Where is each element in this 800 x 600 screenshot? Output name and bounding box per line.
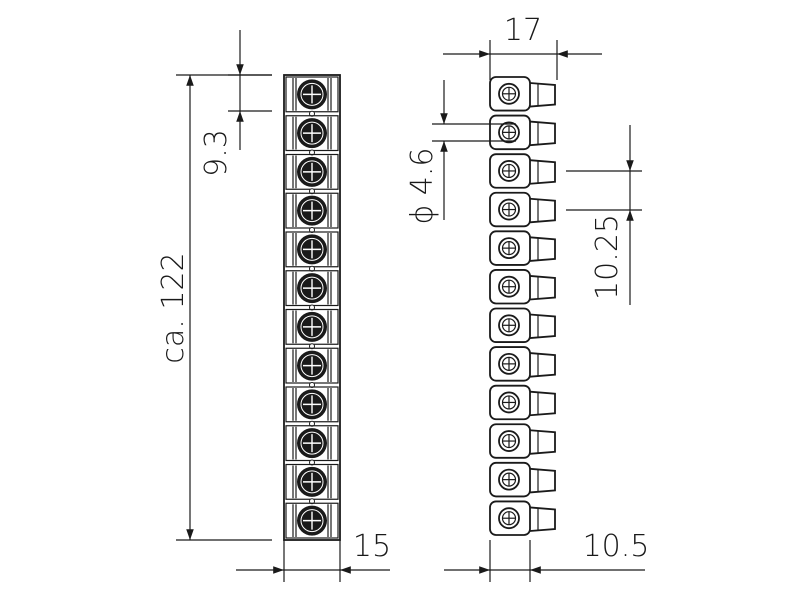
dimension-side-pitch: 10.25 (566, 125, 642, 305)
side-terminal (489, 346, 556, 382)
screw-side (498, 314, 520, 337)
front-terminal (285, 308, 339, 345)
side-terminal (489, 76, 556, 112)
side-terminal (489, 230, 556, 266)
front-terminal (285, 347, 339, 384)
overall-length-label: ca. 122 (156, 252, 191, 363)
side-terminal (489, 384, 556, 421)
side-terminal (489, 269, 556, 305)
screw-side (498, 82, 520, 105)
front-terminal (285, 192, 339, 229)
dimension-side-depth: 10.5 (444, 529, 649, 582)
front-terminal (285, 425, 339, 462)
front-terminal (285, 502, 339, 539)
front-terminal (285, 231, 339, 268)
side-view-terminal-strip (489, 76, 556, 536)
screw-side (498, 237, 520, 260)
dimension-overall-length: ca. 122 (156, 74, 272, 541)
dimension-front-width: 15 (236, 529, 391, 582)
screw-side (498, 121, 520, 144)
side-depth-label: 10.5 (583, 529, 650, 564)
side-width-label: 17 (504, 13, 542, 48)
side-terminal (489, 191, 556, 228)
dimension-side-width: 17 (443, 13, 602, 80)
dimension-screw-spacing: 9.3 (199, 30, 272, 177)
screw-side (498, 352, 520, 375)
side-terminal (489, 500, 556, 536)
screw-side (498, 198, 520, 221)
side-terminal (489, 114, 556, 151)
front-terminal (285, 463, 339, 500)
screw-diameter-label: ϕ 4.6 (405, 147, 440, 224)
side-pitch-label: 10.25 (590, 214, 625, 300)
front-view-terminal-strip (283, 74, 341, 541)
screw-side (498, 391, 520, 414)
side-terminal (489, 307, 556, 343)
side-terminal (489, 153, 556, 189)
side-terminal (489, 461, 556, 498)
front-width-label: 15 (353, 529, 391, 564)
side-terminal (489, 423, 556, 459)
screw-spacing-label: 9.3 (199, 129, 234, 177)
front-terminal (285, 153, 339, 190)
screw-side (498, 160, 520, 182)
screw-side (498, 275, 520, 298)
screw-side (498, 468, 520, 491)
front-terminal (285, 386, 339, 423)
front-terminal (285, 115, 339, 152)
front-terminal (285, 270, 339, 307)
dimension-screw-diameter: ϕ 4.6 (405, 80, 516, 225)
screw-side (498, 430, 520, 452)
front-terminal (285, 76, 339, 113)
screw-side (498, 507, 520, 530)
